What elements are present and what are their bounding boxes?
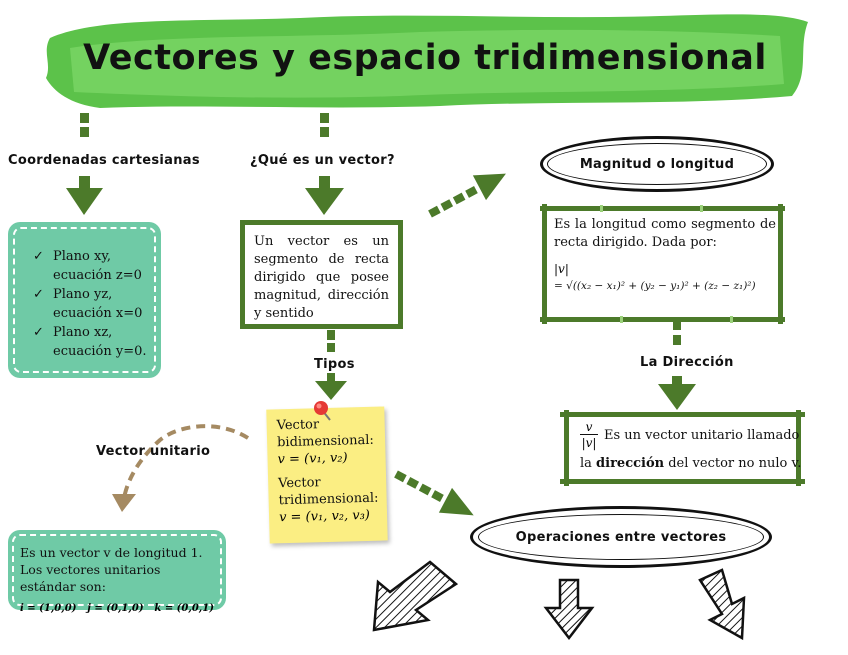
direccion-box: v |v| Es un vector unitario llamado la d…	[560, 410, 805, 486]
direccion-frac-num: v	[580, 420, 598, 435]
direccion-text-1: Es un vector unitario llamado	[604, 428, 800, 443]
label-coordenadas: Coordenadas cartesianas	[8, 153, 200, 168]
list-item: Plano yz,ecuación x=0	[31, 285, 148, 323]
magnitud-oval: Magnitud o longitud	[540, 136, 774, 192]
magnitud-box: Es la longitud como segmento de recta di…	[540, 204, 785, 324]
arrow-down-left-icon	[372, 560, 459, 632]
coordenadas-box: Plano xy,ecuación z=0 Plano yz,ecuación …	[8, 222, 161, 378]
label-tipos: Tipos	[314, 357, 355, 372]
bamboo-frame	[540, 204, 785, 324]
magnitud-norm: |v|	[554, 262, 569, 276]
unitario-vectors: i = (1,0,0) j = (0,1,0) k = (0,0,1)	[20, 603, 214, 614]
unitario-box: Es un vector v de longitud 1. Los vector…	[8, 530, 226, 614]
label-que-es: ¿Qué es un vector?	[250, 153, 395, 168]
direccion-frac-den: |v|	[581, 436, 597, 450]
list-item: Plano xz,ecuación y=0.	[31, 323, 148, 361]
bottom-arrows	[372, 560, 746, 641]
unitario-k: k = (0,0,1)	[154, 603, 214, 614]
operaciones-oval: Operaciones entre vectores	[470, 506, 772, 568]
page-title: Vectores y espacio tridimensional	[83, 38, 767, 78]
vector-definition-text: Un vector es un segmento de recta dirigi…	[254, 234, 389, 321]
coordenadas-list: Plano xy,ecuación z=0 Plano yz,ecuación …	[31, 247, 148, 361]
title-banner	[46, 14, 808, 109]
unitario-j: j = (0,1,0)	[87, 603, 144, 614]
arrow-down-right-icon	[698, 568, 746, 641]
tipos-sticky-note: Vector bidimensional: v = (v₁, v₂) Vecto…	[266, 406, 388, 544]
label-direccion: La Dirección	[640, 355, 734, 370]
unitario-text: Es un vector v de longitud 1. Los vector…	[20, 545, 203, 594]
arrow-down-icon	[543, 578, 595, 641]
magnitud-formula: = √((x₂ − x₁)² + (y₂ − y₁)² + (z₂ − z₁)²…	[554, 280, 756, 292]
pushpin-icon	[314, 401, 331, 421]
tipo-bidimensional-formula: v = (v₁, v₂)	[277, 450, 348, 468]
unitario-i: i = (1,0,0)	[20, 603, 77, 614]
label-vector-unitario: Vector unitario	[96, 444, 211, 459]
direccion-text-2: la dirección del vector no nulo v.	[580, 456, 802, 471]
vector-definition-box: Un vector es un segmento de recta dirigi…	[240, 220, 403, 329]
magnitud-text: Es la longitud como segmento de recta di…	[554, 217, 776, 250]
bamboo-frame	[560, 410, 805, 486]
list-item: Plano xy,ecuación z=0	[31, 247, 148, 285]
tipo-tridimensional-formula: v = (v₁, v₂, v₃)	[278, 507, 371, 526]
arrow-down-coordenadas	[66, 176, 103, 215]
tipo-tridimensional-label: Vector tridimensional:	[278, 475, 379, 509]
